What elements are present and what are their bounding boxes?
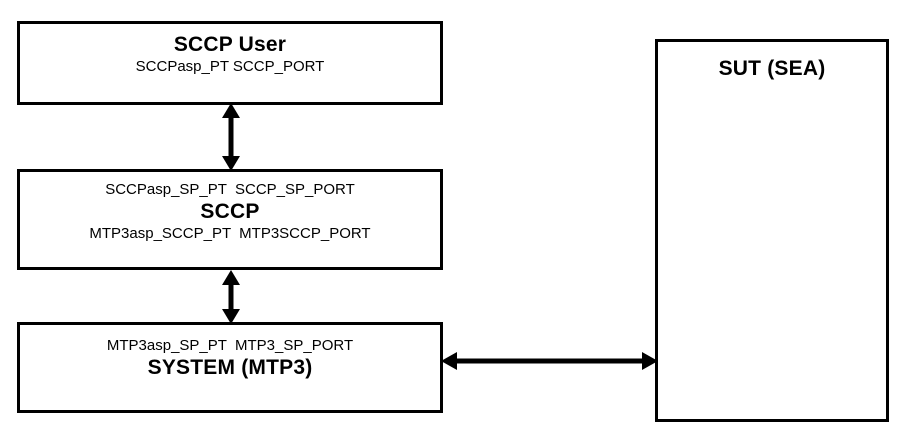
node-system-mtp3-title: SYSTEM (MTP3) — [147, 356, 313, 379]
node-sut[interactable]: SUT (SEA) — [655, 39, 889, 422]
node-sut-title: SUT (SEA) — [718, 57, 826, 80]
node-system-mtp3[interactable]: MTP3asp_SP_PT MTP3_SP_PORT SYSTEM (MTP3) — [17, 322, 443, 413]
connector-sccp-to-system — [218, 270, 244, 324]
node-sccp[interactable]: SCCPasp_SP_PT SCCP_SP_PORT SCCP MTP3asp_… — [17, 169, 443, 270]
node-sccp-ports-below: MTP3asp_SCCP_PT MTP3SCCP_PORT — [89, 225, 371, 242]
node-sccp-user-title: SCCP User — [173, 33, 287, 56]
connector-system-to-sut — [441, 348, 658, 374]
node-system-mtp3-ports-above: MTP3asp_SP_PT MTP3_SP_PORT — [106, 337, 354, 354]
node-sccp-user-ports-below: SCCPasp_PT SCCP_PORT — [135, 58, 325, 75]
connector-sccp-user-to-sccp — [218, 103, 244, 171]
node-sccp-ports-above: SCCPasp_SP_PT SCCP_SP_PORT — [105, 181, 355, 198]
node-sccp-user[interactable]: SCCP User SCCPasp_PT SCCP_PORT — [17, 21, 443, 105]
node-sccp-title: SCCP — [200, 200, 260, 223]
